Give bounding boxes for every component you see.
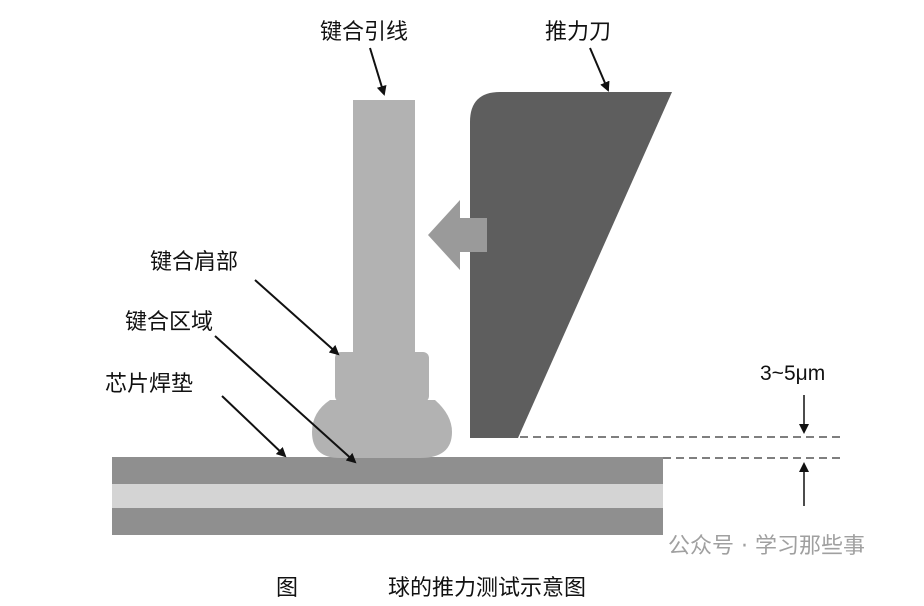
tool-leader-arrow — [589, 47, 610, 92]
caption-title: 球的推力测试示意图 — [388, 576, 587, 601]
push-direction-arrow — [428, 200, 487, 270]
wire-label: 键合引线 — [320, 20, 409, 45]
pad-label: 芯片焊垫 — [105, 372, 194, 397]
tool-label: 推力刀 — [545, 20, 612, 45]
gap-reference-lines — [520, 436, 840, 459]
watermark: 公众号 · 学习那些事 — [668, 534, 865, 559]
gap-label: 3~5μm — [760, 362, 826, 385]
shear-tool — [470, 92, 672, 438]
wire-leader-arrow — [369, 47, 387, 96]
bond-area-label: 键合区域 — [125, 310, 214, 335]
shoulder-label: 键合肩部 — [150, 250, 239, 275]
bond-wire — [312, 100, 452, 458]
caption-figure: 图 — [276, 576, 299, 601]
shoulder-leader-arrow — [254, 279, 340, 356]
pad-leader-arrow — [221, 395, 287, 458]
chip-pad — [112, 457, 663, 535]
bond-area-leader-arrow — [214, 335, 357, 464]
